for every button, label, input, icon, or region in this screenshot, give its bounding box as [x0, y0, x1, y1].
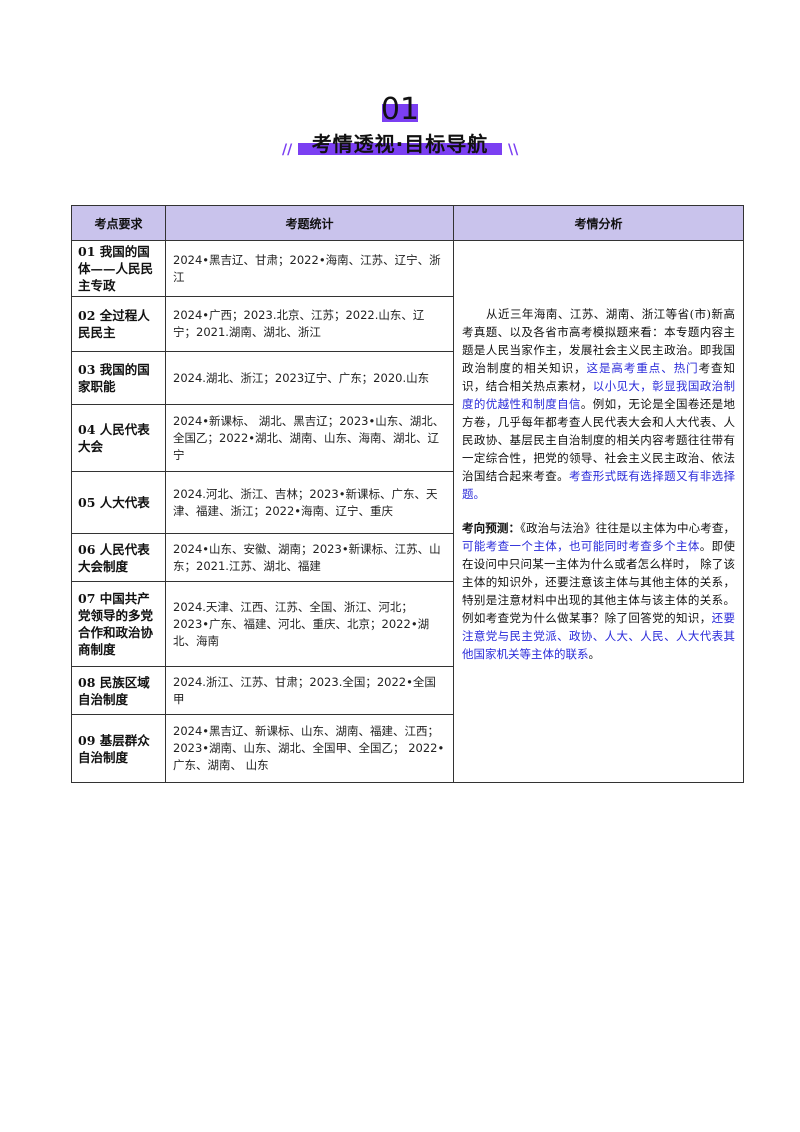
stats-cell: 2024.天津、江西、江苏、全国、浙江、河北；2023•广东、福建、河北、重庆、… [165, 581, 454, 667]
number-highlight-bar [382, 104, 418, 122]
table-row: 04 人民代表大会 2024•新课标、 湖北、黑吉辽；2023•山东、湖北、全国… [71, 404, 744, 472]
analysis-text: 。 [588, 647, 601, 661]
table-row: 06 人民代表大会制度 2024•山东、安徽、湖南；2023•新课标、江苏、山东… [71, 533, 744, 582]
analysis-highlight: 考查形式既有选择题又有非选择题。 [462, 469, 736, 501]
column-header-stats: 考题统计 [165, 205, 454, 241]
stats-cell: 2024•新课标、 湖北、黑吉辽；2023•山东、湖北、全国乙；2022•湖北、… [165, 404, 454, 472]
analysis-text: 。即使在设问中只问某一主体为什么或者怎么样时， 除了该主体的知识外，还要注意该主… [462, 539, 736, 625]
analysis-cell: 从近三年海南、江苏、湖南、浙江等省(市)新高考真题、以及各省市高考模拟题来看：本… [453, 240, 744, 783]
topic-cell: 02 全过程人民民主 [71, 296, 166, 352]
stats-cell: 2024•广西；2023.北京、江苏；2022.山东、辽宁；2021.湖南、湖北… [165, 296, 454, 352]
title-deco-right: \\ [508, 142, 519, 158]
topic-cell: 04 人民代表大会 [71, 404, 166, 472]
table-row: 01 我国的国体——人民民主专政 2024•黑吉辽、甘肃；2022•海南、江苏、… [71, 240, 744, 783]
topic-cell: 01 我国的国体——人民民主专政 [71, 240, 166, 297]
topic-cell: 07 中国共产党领导的多党合作和政治协商制度 [71, 581, 166, 667]
forecast-label: 考向预测： [462, 521, 521, 535]
title-highlight-bar [298, 143, 502, 155]
table-row: 08 民族区域自治制度 2024.浙江、江苏、甘肃；2023.全国；2022•全… [71, 666, 744, 715]
stats-cell: 2024.河北、浙江、吉林；2023•新课标、广东、天津、福建、浙江；2022•… [165, 471, 454, 534]
stats-cell: 2024•黑吉辽、甘肃；2022•海南、江苏、辽宁、浙江 [165, 240, 454, 297]
analysis-paragraph-1: 从近三年海南、江苏、湖南、浙江等省(市)新高考真题、以及各省市高考模拟题来看：本… [462, 305, 735, 503]
table-row: 03 我国的国家职能 2024.湖北、浙江；2023辽宁、广东；2020.山东 [71, 351, 744, 405]
stats-cell: 2024•黑吉辽、新课标、山东、湖南、福建、江西；2023•湖南、山东、湖北、全… [165, 714, 454, 783]
topic-cell: 03 我国的国家职能 [71, 351, 166, 405]
stats-cell: 2024•山东、安徽、湖南；2023•新课标、江苏、山东；2021.江苏、湖北、… [165, 533, 454, 582]
exam-analysis-table: 考点要求 考题统计 考情分析 01 我国的国体——人民民主专政 2024•黑吉辽… [71, 205, 744, 783]
topic-cell: 05 人大代表 [71, 471, 166, 534]
section-number: 01 [380, 92, 420, 127]
table-row: 07 中国共产党领导的多党合作和政治协商制度 2024.天津、江西、江苏、全国、… [71, 581, 744, 667]
analysis-text: 从近三年海南、江苏、湖南、浙江等省(市)新高考真题、以及各省市高考模拟题来看：本… [462, 307, 735, 375]
analysis-paragraph-2: 考向预测：《政治与法治》往往是以主体为中心考查， 可能考查一个主体，也可能同时考查… [462, 519, 735, 663]
column-header-topic: 考点要求 [71, 205, 166, 241]
stats-cell: 2024.湖北、浙江；2023辽宁、广东；2020.山东 [165, 351, 454, 405]
analysis-highlight: 可能考查一个主体，也可能同时考查多个主体 [462, 539, 700, 553]
table-row: 02 全过程人民民主 2024•广西；2023.北京、江苏；2022.山东、辽宁… [71, 296, 744, 352]
topic-cell: 06 人民代表大会制度 [71, 533, 166, 582]
column-header-analysis: 考情分析 [453, 205, 744, 241]
analysis-highlight: 以小见大，彰显我国政治制度的优越性和制度自信 [462, 379, 735, 411]
topic-cell: 09 基层群众自治制度 [71, 714, 166, 783]
analysis-highlight: 这是高考重点、热门 [586, 361, 699, 375]
table-header-row: 考点要求 考题统计 考情分析 [71, 205, 744, 241]
analysis-highlight: 还要注意党与民主党派、政协、人大、人民、人大代表其他国家机关等主体的联系 [462, 611, 736, 661]
section-title: 考情透视·目标导航 [311, 132, 489, 156]
table-row: 09 基层群众自治制度 2024•黑吉辽、新课标、山东、湖南、福建、江西；202… [71, 714, 744, 783]
analysis-text: 《政治与法治》往往是以主体为中心考查， [520, 521, 736, 535]
title-deco-left: // [282, 142, 293, 158]
analysis-text: 考查知识，结合相关热点素材， [462, 361, 736, 393]
table-row: 05 人大代表 2024.河北、浙江、吉林；2023•新课标、广东、天津、福建、… [71, 471, 744, 534]
analysis-text: 。例如，无论是全国卷还是地方卷，几乎每年都考查人民代表大会和人大代表、人民政协、… [462, 397, 736, 483]
topic-cell: 08 民族区域自治制度 [71, 666, 166, 715]
stats-cell: 2024.浙江、江苏、甘肃；2023.全国；2022•全国甲 [165, 666, 454, 715]
